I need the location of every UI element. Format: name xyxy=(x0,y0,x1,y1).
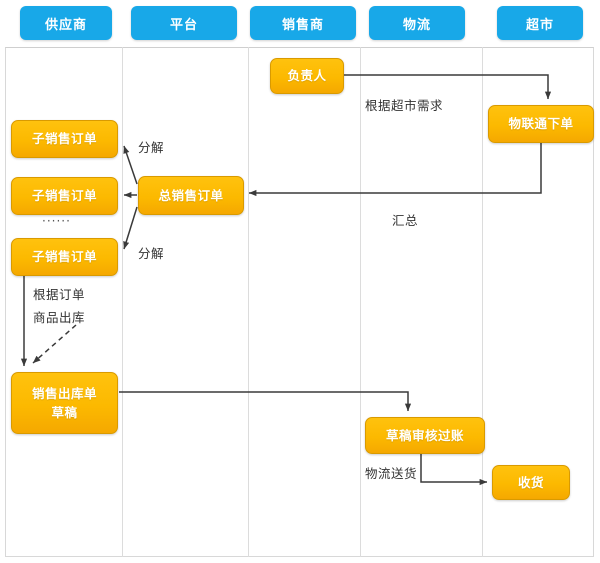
edge-label-logistics-delivery: 物流送货 xyxy=(365,466,418,481)
lane-header-market-label: 超市 xyxy=(525,17,554,33)
node-sub-order-1[interactable]: 子销售订单 xyxy=(11,120,118,158)
node-outbound-draft[interactable]: 销售出库单 草稿 xyxy=(11,372,118,434)
node-sub-order-3-label: 子销售订单 xyxy=(31,249,97,265)
lane-header-market[interactable]: 超市 xyxy=(497,6,583,40)
node-outbound-draft-sublabel: 草稿 xyxy=(51,405,78,420)
lane-header-supplier[interactable]: 供应商 xyxy=(20,6,112,40)
node-outbound-draft-label: 销售出库单 xyxy=(31,385,97,401)
node-receive[interactable]: 收货 xyxy=(492,465,570,500)
ellipsis-more-sub-orders: ······ xyxy=(42,214,71,228)
edge-label-decompose-bottom: 分解 xyxy=(138,246,165,261)
node-owner[interactable]: 负责人 xyxy=(270,58,344,94)
node-iot-order[interactable]: 物联通下单 xyxy=(488,105,594,143)
lane-divider-3 xyxy=(360,47,361,557)
node-sub-order-3[interactable]: 子销售订单 xyxy=(11,238,118,276)
node-receive-label: 收货 xyxy=(517,474,544,490)
node-sub-order-1-label: 子销售订单 xyxy=(31,131,97,147)
lane-divider-1 xyxy=(122,47,123,557)
node-iot-order-label: 物联通下单 xyxy=(508,116,574,132)
lane-header-logistics-label: 物流 xyxy=(402,17,431,33)
edge-label-goods-outbound: 商品出库 xyxy=(33,310,86,325)
node-draft-audit-label: 草稿审核过账 xyxy=(385,427,464,443)
lane-header-dealer[interactable]: 销售商 xyxy=(250,6,356,40)
lane-header-platform[interactable]: 平台 xyxy=(131,6,237,40)
lane-header-platform-label: 平台 xyxy=(169,17,198,33)
edge-label-aggregate: 汇总 xyxy=(392,213,419,228)
lane-divider-2 xyxy=(248,47,249,557)
node-draft-audit[interactable]: 草稿审核过账 xyxy=(365,417,485,454)
node-sub-order-2-label: 子销售订单 xyxy=(31,188,97,204)
lane-header-dealer-label: 销售商 xyxy=(281,17,324,33)
lane-header-logistics[interactable]: 物流 xyxy=(369,6,465,40)
node-owner-label: 负责人 xyxy=(287,68,327,84)
edge-label-by-order: 根据订单 xyxy=(33,287,86,302)
node-total-order-label: 总销售订单 xyxy=(158,187,224,203)
lane-divider-4 xyxy=(482,47,483,557)
lane-header-supplier-label: 供应商 xyxy=(44,17,87,33)
edge-label-decompose-top: 分解 xyxy=(138,140,165,155)
edge-label-by-market-demand: 根据超市需求 xyxy=(365,98,444,113)
node-total-order[interactable]: 总销售订单 xyxy=(138,176,244,215)
node-sub-order-2[interactable]: 子销售订单 xyxy=(11,177,118,215)
